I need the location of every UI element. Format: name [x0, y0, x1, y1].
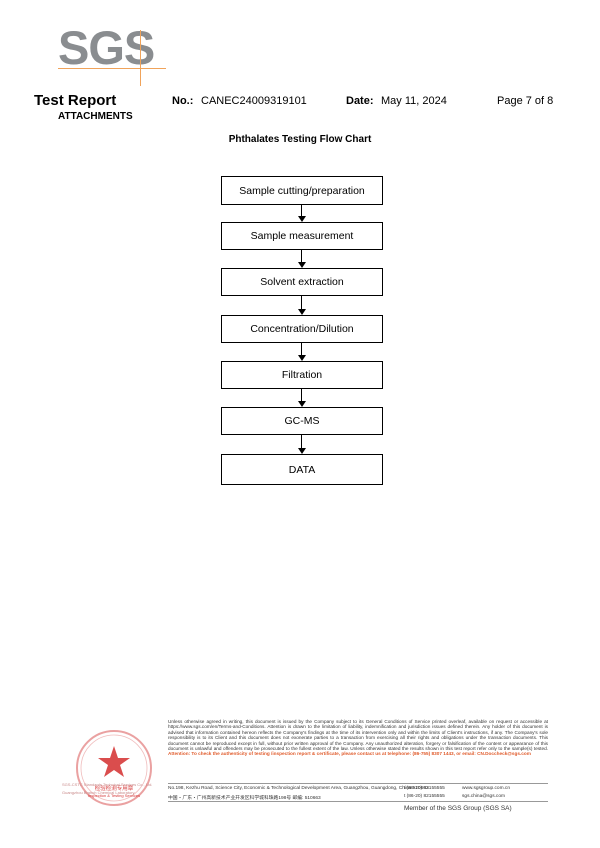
flow-step-7: DATA: [221, 454, 383, 485]
inspection-seal: 检验检测专用章 Inspection & Testing Services SG…: [62, 718, 166, 822]
flow-step-1: Sample cutting/preparation: [221, 176, 383, 205]
flow-step-6: GC-MS: [221, 407, 383, 435]
footer-rule-top: [168, 783, 548, 784]
flow-arrow-2: [297, 250, 306, 268]
report-title: Test Report: [34, 92, 117, 109]
flow-arrow-1: [297, 205, 306, 222]
telephone-1: t (86-20) 82155555: [404, 786, 445, 791]
flow-chart-title: Phthalates Testing Flow Chart: [228, 134, 372, 145]
svg-text:Guangzhou Branch Chemical Labo: Guangzhou Branch Chemical Laboratory: [62, 790, 135, 795]
flow-arrow-3: [297, 296, 306, 315]
email: sgs.china@sgs.com: [462, 794, 505, 799]
authenticity-alert: Attention: To check the authenticity of …: [168, 751, 531, 757]
logo-rule-vertical: [140, 30, 141, 86]
flow-arrow-4: [297, 343, 306, 361]
flow-arrow-6: [297, 435, 306, 454]
date-label: Date:: [346, 95, 374, 107]
report-no-label: No.:: [172, 95, 194, 107]
footer-rule-bottom: [168, 801, 548, 802]
svg-text:Inspection & Testing Services: Inspection & Testing Services: [88, 793, 140, 798]
telephone-2: t (86-20) 82155555: [404, 794, 445, 799]
flow-arrow-5: [297, 389, 306, 407]
date-value: May 11, 2024: [381, 95, 447, 107]
svg-text:检验检测专用章: 检验检测专用章: [95, 784, 134, 792]
flow-step-4: Concentration/Dilution: [221, 315, 383, 343]
disclaimer-text: Unless otherwise agreed in writing, this…: [168, 719, 548, 752]
sgs-logo: SGS: [58, 14, 166, 86]
flow-step-5: Filtration: [221, 361, 383, 389]
member-note: Member of the SGS Group (SGS SA): [404, 805, 512, 812]
section-label: ATTACHMENTS: [58, 111, 133, 122]
address-chinese: 中国・广东・广州高新技术产业开发区科学城科珠路198号 邮编: 510663: [168, 796, 321, 801]
flow-step-3: Solvent extraction: [221, 268, 383, 296]
website: www.sgsgroup.com.cn: [462, 786, 510, 791]
report-no-value: CANEC24009319101: [201, 95, 307, 107]
page-number: Page 7 of 8: [497, 95, 554, 107]
logo-rule-horizontal: [58, 68, 166, 69]
logo-text: SGS: [58, 21, 155, 74]
flow-step-2: Sample measurement: [221, 222, 383, 250]
svg-text:SGS-CSTC Standards Technical S: SGS-CSTC Standards Technical Services Co…: [62, 782, 152, 787]
footer-disclaimer: Unless otherwise agreed in writing, this…: [168, 719, 548, 757]
address-english: No.198, Kezhu Road, Science City, Econom…: [168, 786, 429, 791]
